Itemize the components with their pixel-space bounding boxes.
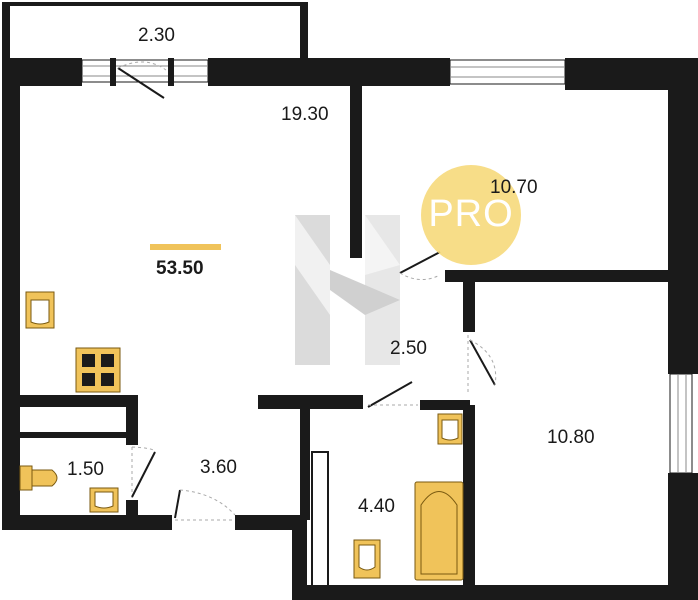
total-area-bar: [150, 244, 221, 250]
balcony-window: [81, 58, 209, 99]
toilet-bathroom: [353, 539, 381, 579]
pro-badge-label: PRO: [428, 193, 514, 235]
window-top-right: [449, 59, 566, 85]
outer-walls: [2, 58, 698, 600]
sink-bathroom: [437, 413, 463, 445]
interior-walls: [20, 86, 668, 585]
room-area-bedroom-top: 10.70: [490, 177, 538, 198]
room-area-hall: 2.50: [390, 338, 427, 359]
doors: [131, 251, 497, 521]
total-area: 53.50: [156, 258, 204, 279]
toilet-wc: [19, 465, 58, 491]
sink-living: [25, 291, 55, 329]
room-area-living: 19.30: [281, 104, 329, 125]
room-area-bedroom-right: 10.80: [547, 427, 595, 448]
bathtub: [414, 481, 464, 581]
sink-wc: [89, 487, 119, 513]
balcony-outline: [2, 2, 308, 60]
window-right: [669, 373, 693, 474]
pro-badge: [421, 165, 521, 265]
watermark-logo: [295, 215, 400, 365]
bathroom-shaft: [311, 451, 329, 585]
room-area-wc: 1.50: [67, 459, 104, 480]
stove: [75, 347, 121, 393]
room-area-bathroom: 4.40: [358, 496, 395, 517]
room-area-corridor: 3.60: [200, 457, 237, 478]
room-area-balcony: 2.30: [138, 25, 175, 46]
